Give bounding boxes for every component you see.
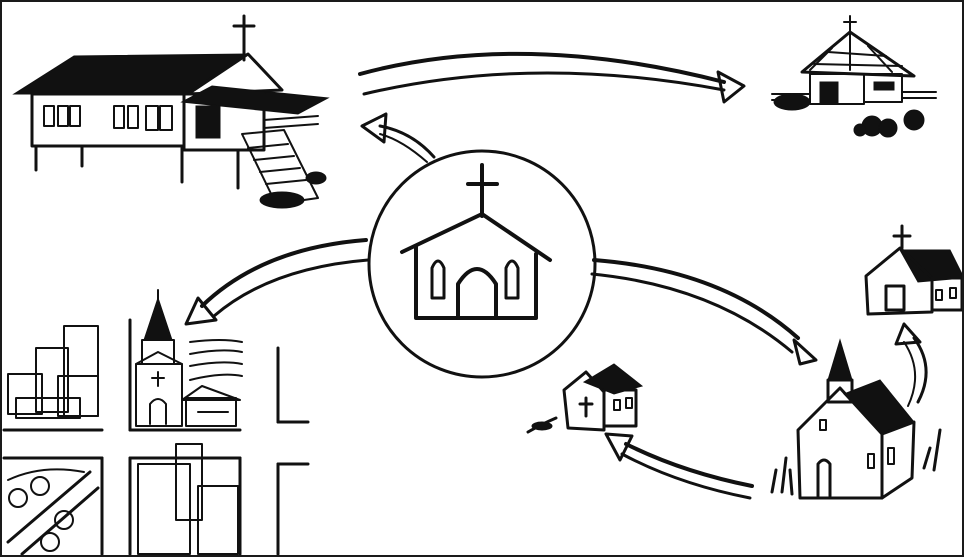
cross-icon <box>468 165 497 216</box>
arrow-icon <box>606 434 752 498</box>
arrow-icon <box>362 114 434 162</box>
city-block-icon <box>4 290 308 554</box>
church-icon <box>402 165 550 318</box>
arrows <box>186 54 926 498</box>
arrow-icon <box>360 54 744 102</box>
arrow-icon <box>896 324 926 406</box>
central-church-circle <box>369 151 595 377</box>
steepled-church-icon <box>772 340 940 498</box>
small-chapel-icon <box>528 364 642 432</box>
stilt-house-church-icon <box>14 16 328 208</box>
thatched-church-icon <box>772 16 936 137</box>
arrow-icon <box>592 260 816 364</box>
small-rural-church-icon <box>866 226 962 314</box>
arrow-icon <box>186 240 368 324</box>
